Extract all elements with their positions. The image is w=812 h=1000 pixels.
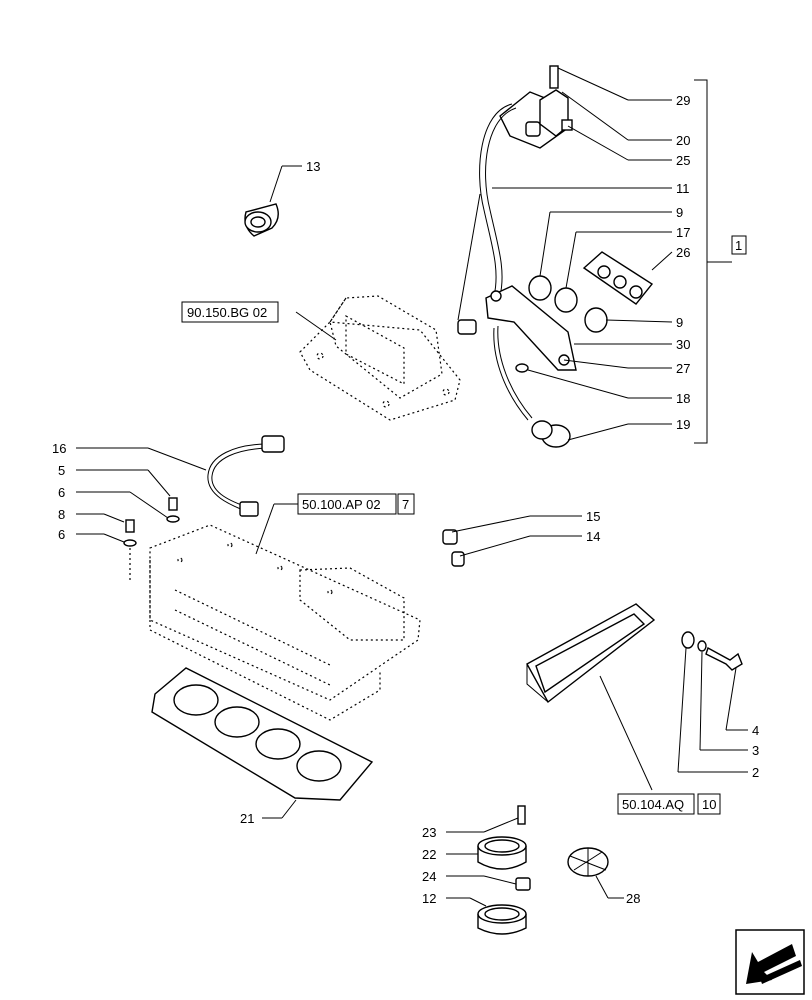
part-valve-assembly (457, 65, 654, 448)
reference-50-100-ap-02[interactable]: 50.100.AP 02 7 (297, 493, 415, 515)
callout-13: 13 (306, 159, 320, 174)
callout-14: 14 (586, 529, 600, 544)
callout-9b: 9 (676, 315, 683, 330)
callout-6b: 6 (58, 527, 65, 542)
reference-90-150-bg-02[interactable]: 90.150.BG 02 (181, 301, 279, 323)
part-filter (526, 603, 656, 704)
part-ring-assembly (477, 805, 531, 935)
callout-1: 1 (735, 238, 742, 253)
part-sensor-cable (207, 435, 285, 517)
callout-24: 24 (422, 869, 436, 884)
reference-code: 50.100.AP 02 (302, 497, 381, 512)
callout-19: 19 (676, 417, 690, 432)
reference-code: 50.104.AQ (622, 797, 684, 812)
module-ghost (129, 524, 421, 721)
callout-5: 5 (58, 463, 65, 478)
reference-page: 7 (402, 497, 409, 512)
callout-20: 20 (676, 133, 690, 148)
callout-9a: 9 (676, 205, 683, 220)
callout-28: 28 (626, 891, 640, 906)
callout-27: 27 (676, 361, 690, 376)
part-plug (442, 529, 465, 567)
callout-4: 4 (752, 723, 759, 738)
part-cap (244, 203, 279, 237)
callout-23: 23 (422, 825, 436, 840)
callout-21: 21 (240, 811, 254, 826)
part-gasket (151, 667, 374, 801)
callout-3: 3 (752, 743, 759, 758)
group-bracket (694, 79, 732, 444)
callout-16: 16 (52, 441, 66, 456)
part-bolt (681, 631, 743, 671)
callout-15: 15 (586, 509, 600, 524)
housing-ghost (299, 295, 461, 421)
part-screws (123, 497, 180, 547)
callout-18: 18 (676, 391, 690, 406)
back-nav-button[interactable] (735, 929, 805, 995)
reference-page: 10 (702, 797, 716, 812)
callout-12: 12 (422, 891, 436, 906)
callout-11: 11 (676, 181, 690, 196)
callout-25: 25 (676, 153, 690, 168)
callout-17: 17 (676, 225, 690, 240)
callout-2: 2 (752, 765, 759, 780)
callout-22: 22 (422, 847, 436, 862)
part-clip (567, 847, 609, 877)
callout-8: 8 (58, 507, 65, 522)
arrow-back-icon (746, 944, 802, 984)
reference-code: 90.150.BG 02 (187, 305, 267, 320)
reference-50-104-aq[interactable]: 50.104.AQ 10 (617, 793, 721, 815)
callout-26: 26 (676, 245, 690, 260)
leader-lines (76, 67, 748, 907)
callout-30: 30 (676, 337, 690, 352)
callout-6a: 6 (58, 485, 65, 500)
callout-29: 29 (676, 93, 690, 108)
